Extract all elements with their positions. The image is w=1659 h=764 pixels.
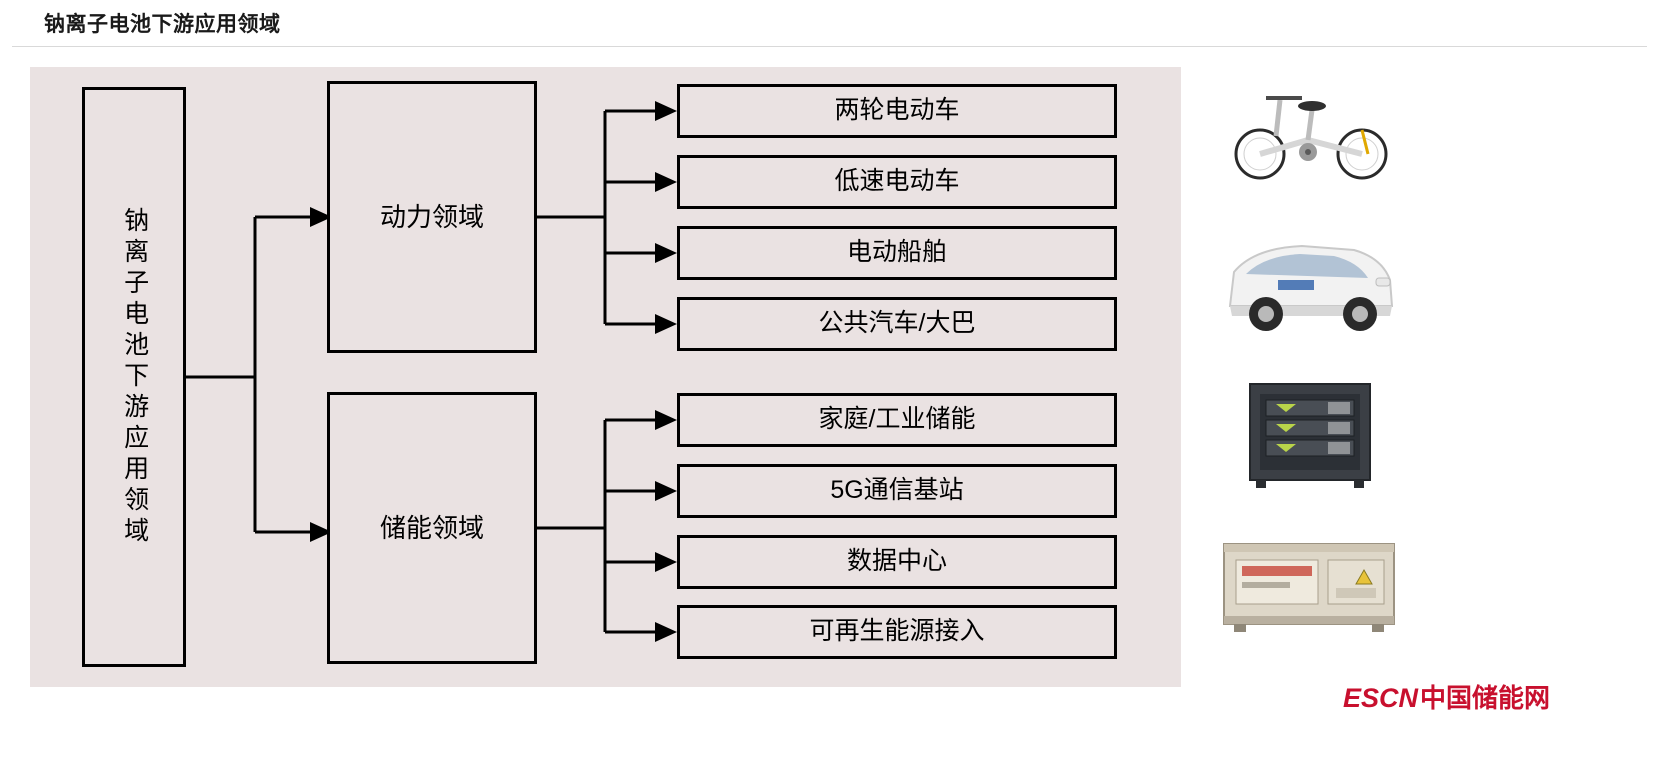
title-divider xyxy=(12,46,1647,47)
container-energy-storage-photo xyxy=(1216,526,1402,644)
node-category-storage[interactable]: 储能领域 xyxy=(327,392,537,664)
node-category-power[interactable]: 动力领域 xyxy=(327,81,537,353)
node-leaf-5g-base-station[interactable]: 5G通信基站 xyxy=(677,464,1117,518)
node-leaf-electric-vessel[interactable]: 电动船舶 xyxy=(677,226,1117,280)
logo-mark: ESCN xyxy=(1343,683,1419,713)
node-leaf-home-industrial-storage[interactable]: 家庭/工业储能 xyxy=(677,393,1117,447)
diagram-panel: 钠离子电池下游应用领域 动力领域 储能领域 两轮电动车 低速电动车 电动船舶 公… xyxy=(30,67,1181,687)
logo-text: 中国储能网 xyxy=(1420,683,1551,713)
node-leaf-bus[interactable]: 公共汽车/大巴 xyxy=(677,297,1117,351)
node-leaf-two-wheeler[interactable]: 两轮电动车 xyxy=(677,84,1117,138)
node-leaf-data-center[interactable]: 数据中心 xyxy=(677,535,1117,589)
page-title: 钠离子电池下游应用领域 xyxy=(44,13,281,36)
node-root[interactable]: 钠离子电池下游应用领域 xyxy=(82,87,186,667)
energy-storage-cabinet-photo xyxy=(1216,374,1402,492)
low-speed-electric-car-photo xyxy=(1216,222,1402,340)
photo-column xyxy=(1216,70,1416,670)
node-leaf-renewable-integration[interactable]: 可再生能源接入 xyxy=(677,605,1117,659)
site-logo: ESCN 中国储能网 xyxy=(1343,678,1550,715)
node-leaf-low-speed-ev[interactable]: 低速电动车 xyxy=(677,155,1117,209)
folding-electric-bicycle-photo xyxy=(1216,70,1402,188)
